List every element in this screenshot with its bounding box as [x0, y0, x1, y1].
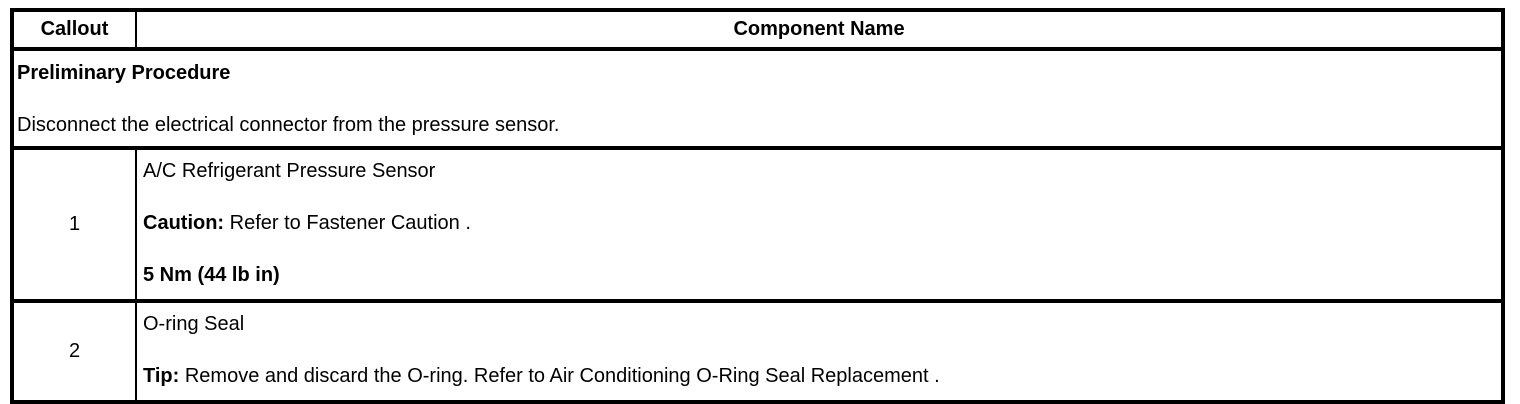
component-cell: O-ring Seal Tip: Remove and discard the … [137, 303, 1501, 400]
caution-label: Caution: [143, 212, 225, 234]
callout-cell: 1 [14, 150, 137, 299]
callout-number: 1 [68, 213, 81, 235]
component-name: O-ring Seal [143, 313, 245, 335]
component-cell: A/C Refrigerant Pressure Sensor Caution:… [137, 150, 1501, 299]
callout-cell: 2 [14, 303, 137, 400]
table-row: 2 O-ring Seal Tip: Remove and discard th… [14, 303, 1501, 400]
table-header-row: Callout Component Name [14, 12, 1501, 51]
tip-note: Tip: Remove and discard the O-ring. Refe… [143, 364, 1493, 389]
callout-header-label: Callout [40, 18, 109, 40]
component-name-header-label: Component Name [733, 18, 905, 40]
preliminary-procedure-cell: Preliminary Procedure Disconnect the ele… [14, 51, 1501, 146]
caution-text: Refer to Fastener Caution . [224, 212, 471, 234]
component-name-column-header: Component Name [137, 12, 1501, 47]
callout-number: 2 [68, 340, 81, 362]
callout-column-header: Callout [14, 12, 137, 47]
preliminary-procedure-title: Preliminary Procedure [17, 62, 231, 84]
tip-text: Remove and discard the O-ring. Refer to … [179, 365, 940, 387]
table-row: 1 A/C Refrigerant Pressure Sensor Cautio… [14, 150, 1501, 303]
component-callout-table: Callout Component Name Preliminary Proce… [10, 8, 1505, 404]
preliminary-procedure-instruction: Disconnect the electrical connector from… [17, 114, 560, 136]
torque-spec: 5 Nm (44 lb in) [143, 264, 280, 286]
tip-label: Tip: [143, 365, 180, 387]
component-name: A/C Refrigerant Pressure Sensor [143, 160, 436, 182]
caution-note: Caution: Refer to Fastener Caution . [143, 211, 1493, 236]
preliminary-procedure-row: Preliminary Procedure Disconnect the ele… [14, 51, 1501, 150]
